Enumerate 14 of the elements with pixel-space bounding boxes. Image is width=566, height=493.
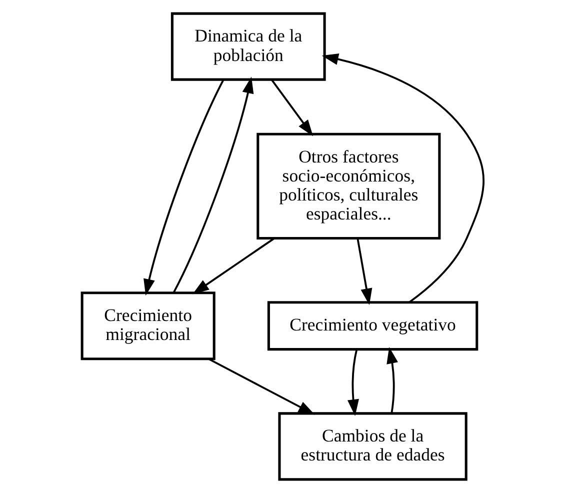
arrow: [208, 358, 315, 415]
arrow: [322, 54, 484, 304]
arrow: [386, 347, 398, 414]
arrow: [192, 238, 275, 294]
arrow: [144, 79, 224, 296]
node-box: Dinamica de la población: [170, 12, 326, 81]
arrow: [270, 79, 314, 136]
arrow: [356, 238, 372, 305]
node-box: Crecimiento migracional: [80, 292, 216, 360]
node-box: Otros factores socio-económicos, políticos, culturales espaciales...: [256, 132, 441, 240]
arrow: [172, 76, 254, 294]
arrow: [347, 350, 359, 416]
node-box: Crecimiento vegetativo: [267, 301, 478, 351]
node-box: Cambios de la estructura de edades: [278, 412, 468, 481]
